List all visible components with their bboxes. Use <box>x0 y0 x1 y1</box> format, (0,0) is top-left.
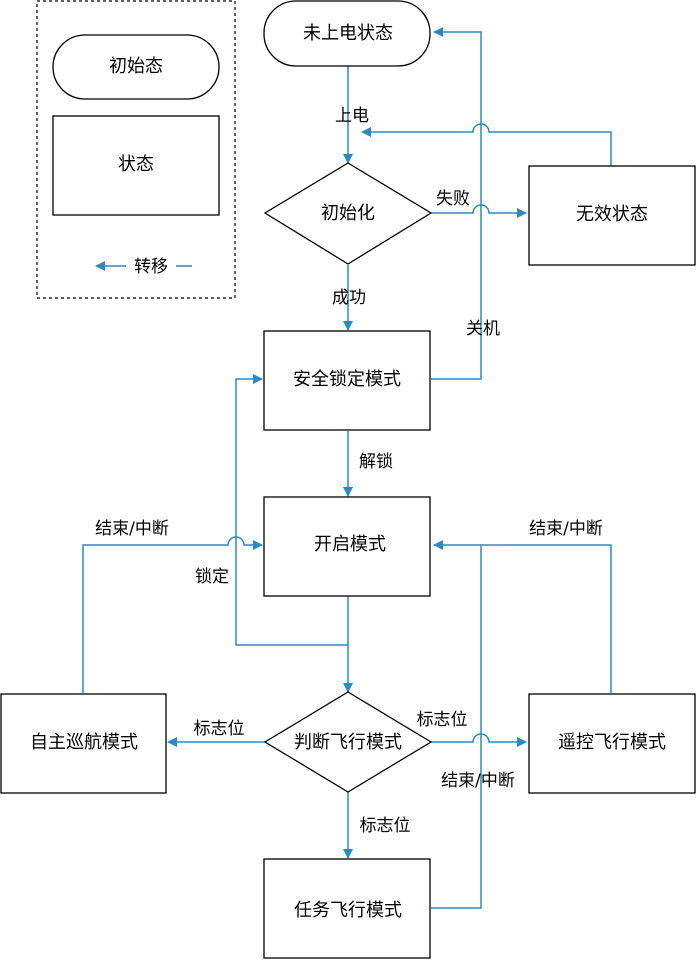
legend-initial-state-label: 初始态 <box>109 56 163 77</box>
node-safe-lock-label: 安全锁定模式 <box>293 369 401 390</box>
legend-border <box>36 0 236 299</box>
edge-label-end-interrupt-left: 结束/中断 <box>95 519 169 539</box>
node-mission-label: 任务飞行模式 <box>294 900 402 921</box>
node-mission-shape <box>263 858 431 959</box>
edge-label-end-interrupt-right: 结束/中断 <box>529 519 603 539</box>
node-remote-label: 遥控飞行模式 <box>558 732 666 753</box>
node-invalid-label: 无效状态 <box>576 204 648 225</box>
edges <box>82 27 612 909</box>
node-open-label: 开启模式 <box>314 534 386 555</box>
node-remote-shape <box>528 693 696 794</box>
edge-label-fail: 失败 <box>436 189 470 209</box>
edge-label-shutdown: 关机 <box>466 319 500 339</box>
legend-state-shape <box>52 115 220 216</box>
edge-mission-end <box>431 545 482 909</box>
node-invalid-shape <box>528 165 696 266</box>
edge-invalid-return <box>361 123 612 166</box>
node-open-shape <box>263 496 431 597</box>
edge-label-flag-right: 标志位 <box>417 710 468 730</box>
edge-label-unlock: 解锁 <box>359 452 393 472</box>
legend: 初始态 状态 转移 <box>36 0 236 299</box>
edge-label-flag-down: 标志位 <box>360 816 411 836</box>
edge-labels: 上电 失败 成功 关机 解锁 锁定 结束/中断 结束/中断 结束/中断 标志位 … <box>95 106 603 836</box>
edge-label-power-on: 上电 <box>335 106 369 126</box>
edge-auto-end <box>82 536 263 693</box>
edge-label-flag-left: 标志位 <box>194 719 245 739</box>
legend-transition-label: 转移 <box>134 257 168 277</box>
edge-label-success: 成功 <box>332 288 366 308</box>
edge-label-lock: 锁定 <box>195 567 229 587</box>
node-auto-cruise-label: 自主巡航模式 <box>30 732 138 753</box>
node-init-label: 初始化 <box>321 203 375 224</box>
edge-shutdown <box>431 27 482 380</box>
legend-state-label: 状态 <box>118 154 154 175</box>
node-auto-cruise-shape <box>0 693 167 794</box>
node-judge-shape <box>263 691 433 793</box>
node-judge-label: 判断飞行模式 <box>294 732 402 753</box>
node-init-shape <box>263 162 433 265</box>
edge-flag-right <box>431 733 527 747</box>
node-safe-lock-shape <box>263 330 431 431</box>
node-unpowered-shape <box>263 0 431 67</box>
node-unpowered-label: 未上电状态 <box>303 23 393 44</box>
edge-lock <box>235 374 348 646</box>
edge-remote-end <box>433 540 612 693</box>
edge-label-end-interrupt-mission: 结束/中断 <box>441 771 515 791</box>
legend-initial-state-shape <box>52 34 220 100</box>
